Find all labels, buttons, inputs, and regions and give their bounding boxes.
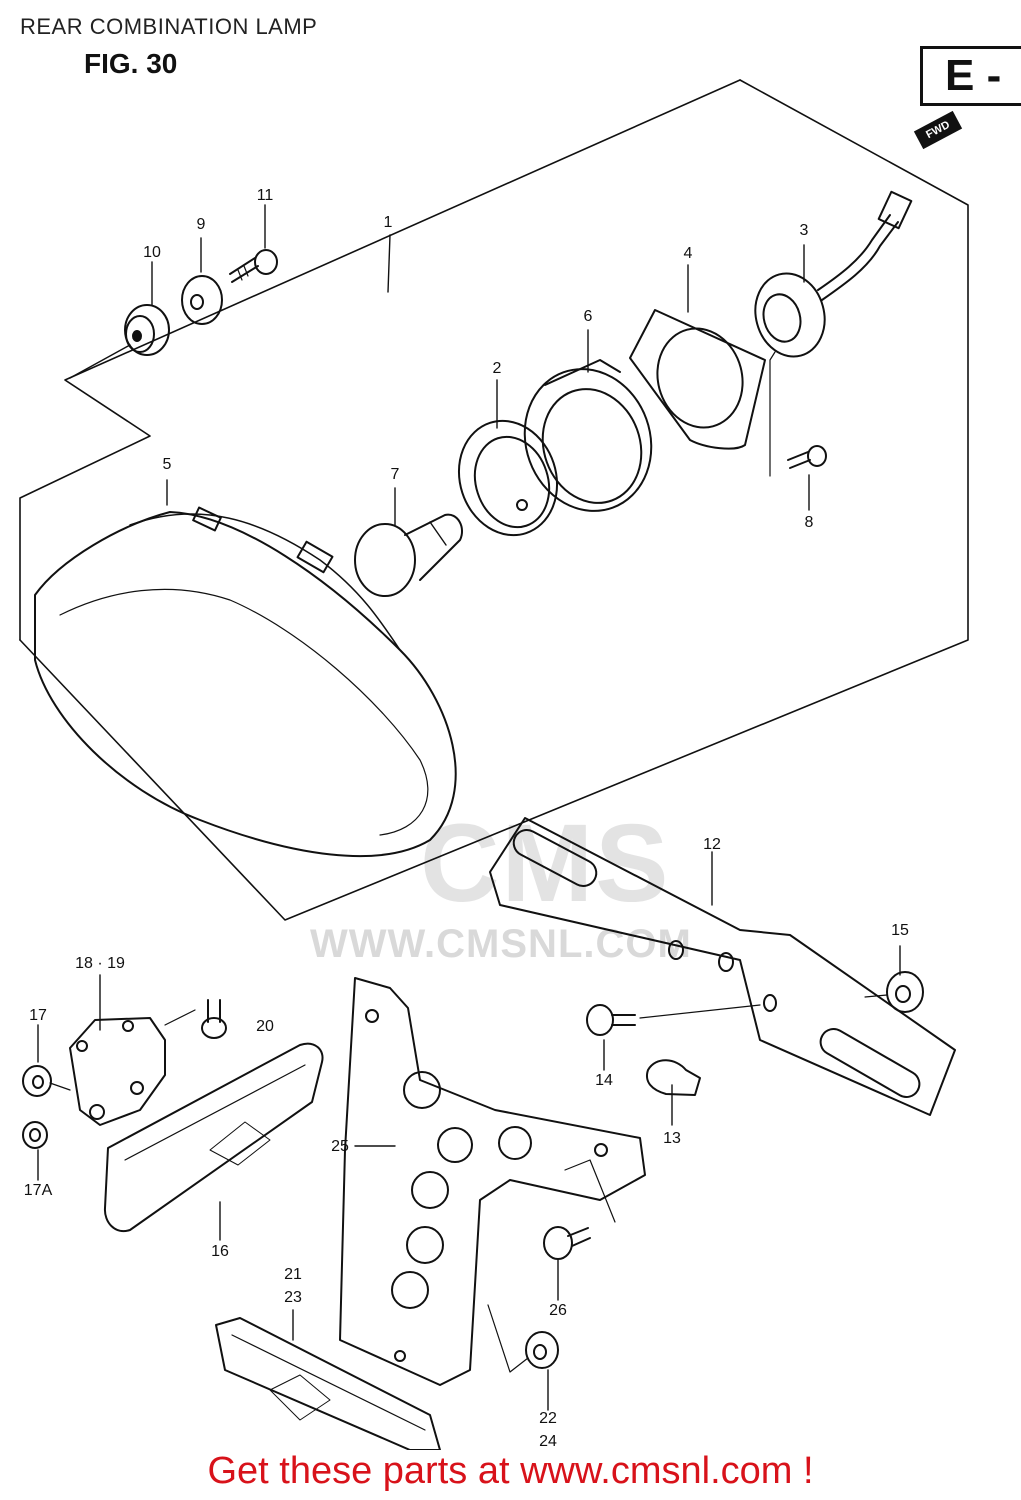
callout-22: 22	[539, 1410, 557, 1427]
callout-14: 14	[595, 1072, 613, 1089]
section-badge: E -	[920, 46, 1021, 106]
callout-8: 8	[804, 514, 814, 531]
callout-23: 23	[284, 1289, 302, 1306]
figure-number: FIG. 30	[84, 48, 178, 79]
callout-3: 3	[799, 222, 809, 239]
watermark-url: WWW.CMSNL.COM	[310, 922, 692, 966]
part-14-screw	[586, 1004, 761, 1036]
part-13-clip	[646, 1059, 701, 1096]
part-26-screw	[543, 1226, 591, 1260]
get-parts-link[interactable]: Get these parts at www.cmsnl.com !	[207, 1450, 814, 1492]
callout-20: 20	[256, 1018, 274, 1035]
callout-17: 17	[29, 1007, 47, 1024]
part-25-plate-bracket	[339, 977, 646, 1386]
part-18-19-bracket	[69, 1009, 196, 1126]
part-10-grommet	[69, 304, 170, 379]
part-4-gasket	[629, 309, 766, 450]
part-11-screw	[229, 249, 278, 283]
callout-16: 16	[211, 1243, 229, 1260]
part-16-side-reflector	[103, 1042, 324, 1233]
callout-2: 2	[492, 360, 502, 377]
callout-13: 13	[663, 1130, 681, 1147]
callout-10: 10	[143, 244, 161, 261]
section-code: E -	[945, 51, 1002, 100]
exploded-parts-diagram	[19, 79, 969, 1450]
part-12-license-bracket	[489, 817, 956, 1116]
part-6-reflector	[523, 359, 653, 512]
callout-11: 11	[256, 187, 274, 204]
callout-15: 15	[891, 922, 909, 939]
part-20-screw	[201, 999, 227, 1039]
callout-5: 5	[162, 456, 172, 473]
part-5-lamp-housing	[34, 506, 457, 858]
callout-17A: 17A	[23, 1182, 53, 1199]
part-21-23-rear-reflector	[215, 1317, 441, 1450]
callout-1: 1	[383, 214, 393, 231]
part-17A-nut	[22, 1121, 48, 1149]
callout-7: 7	[390, 466, 400, 483]
callout-9: 9	[196, 216, 206, 233]
assembly-outline	[19, 79, 969, 921]
callout-6: 6	[583, 308, 593, 325]
part-7-bulb	[354, 513, 464, 597]
callout-12: 12	[703, 836, 721, 853]
callout-25: 25	[331, 1138, 349, 1155]
callout-24: 24	[539, 1433, 557, 1450]
callout-4: 4	[683, 245, 693, 262]
callout-leaders	[37, 204, 901, 1411]
part-3-socket-harness	[754, 190, 913, 358]
part-9-washer	[181, 275, 223, 325]
callout-26: 26	[549, 1302, 567, 1319]
watermark-logo: CMS	[420, 802, 671, 925]
part-2-ring	[457, 419, 559, 537]
callout-18-19: 18 · 19	[75, 955, 125, 972]
callout-21: 21	[284, 1266, 302, 1283]
part-8-screw	[769, 351, 827, 477]
part-15-nut	[864, 971, 924, 1013]
part-22-24-nut	[487, 1304, 559, 1373]
part-17-nut	[22, 1065, 71, 1097]
page-title: REAR COMBINATION LAMP	[20, 14, 318, 39]
